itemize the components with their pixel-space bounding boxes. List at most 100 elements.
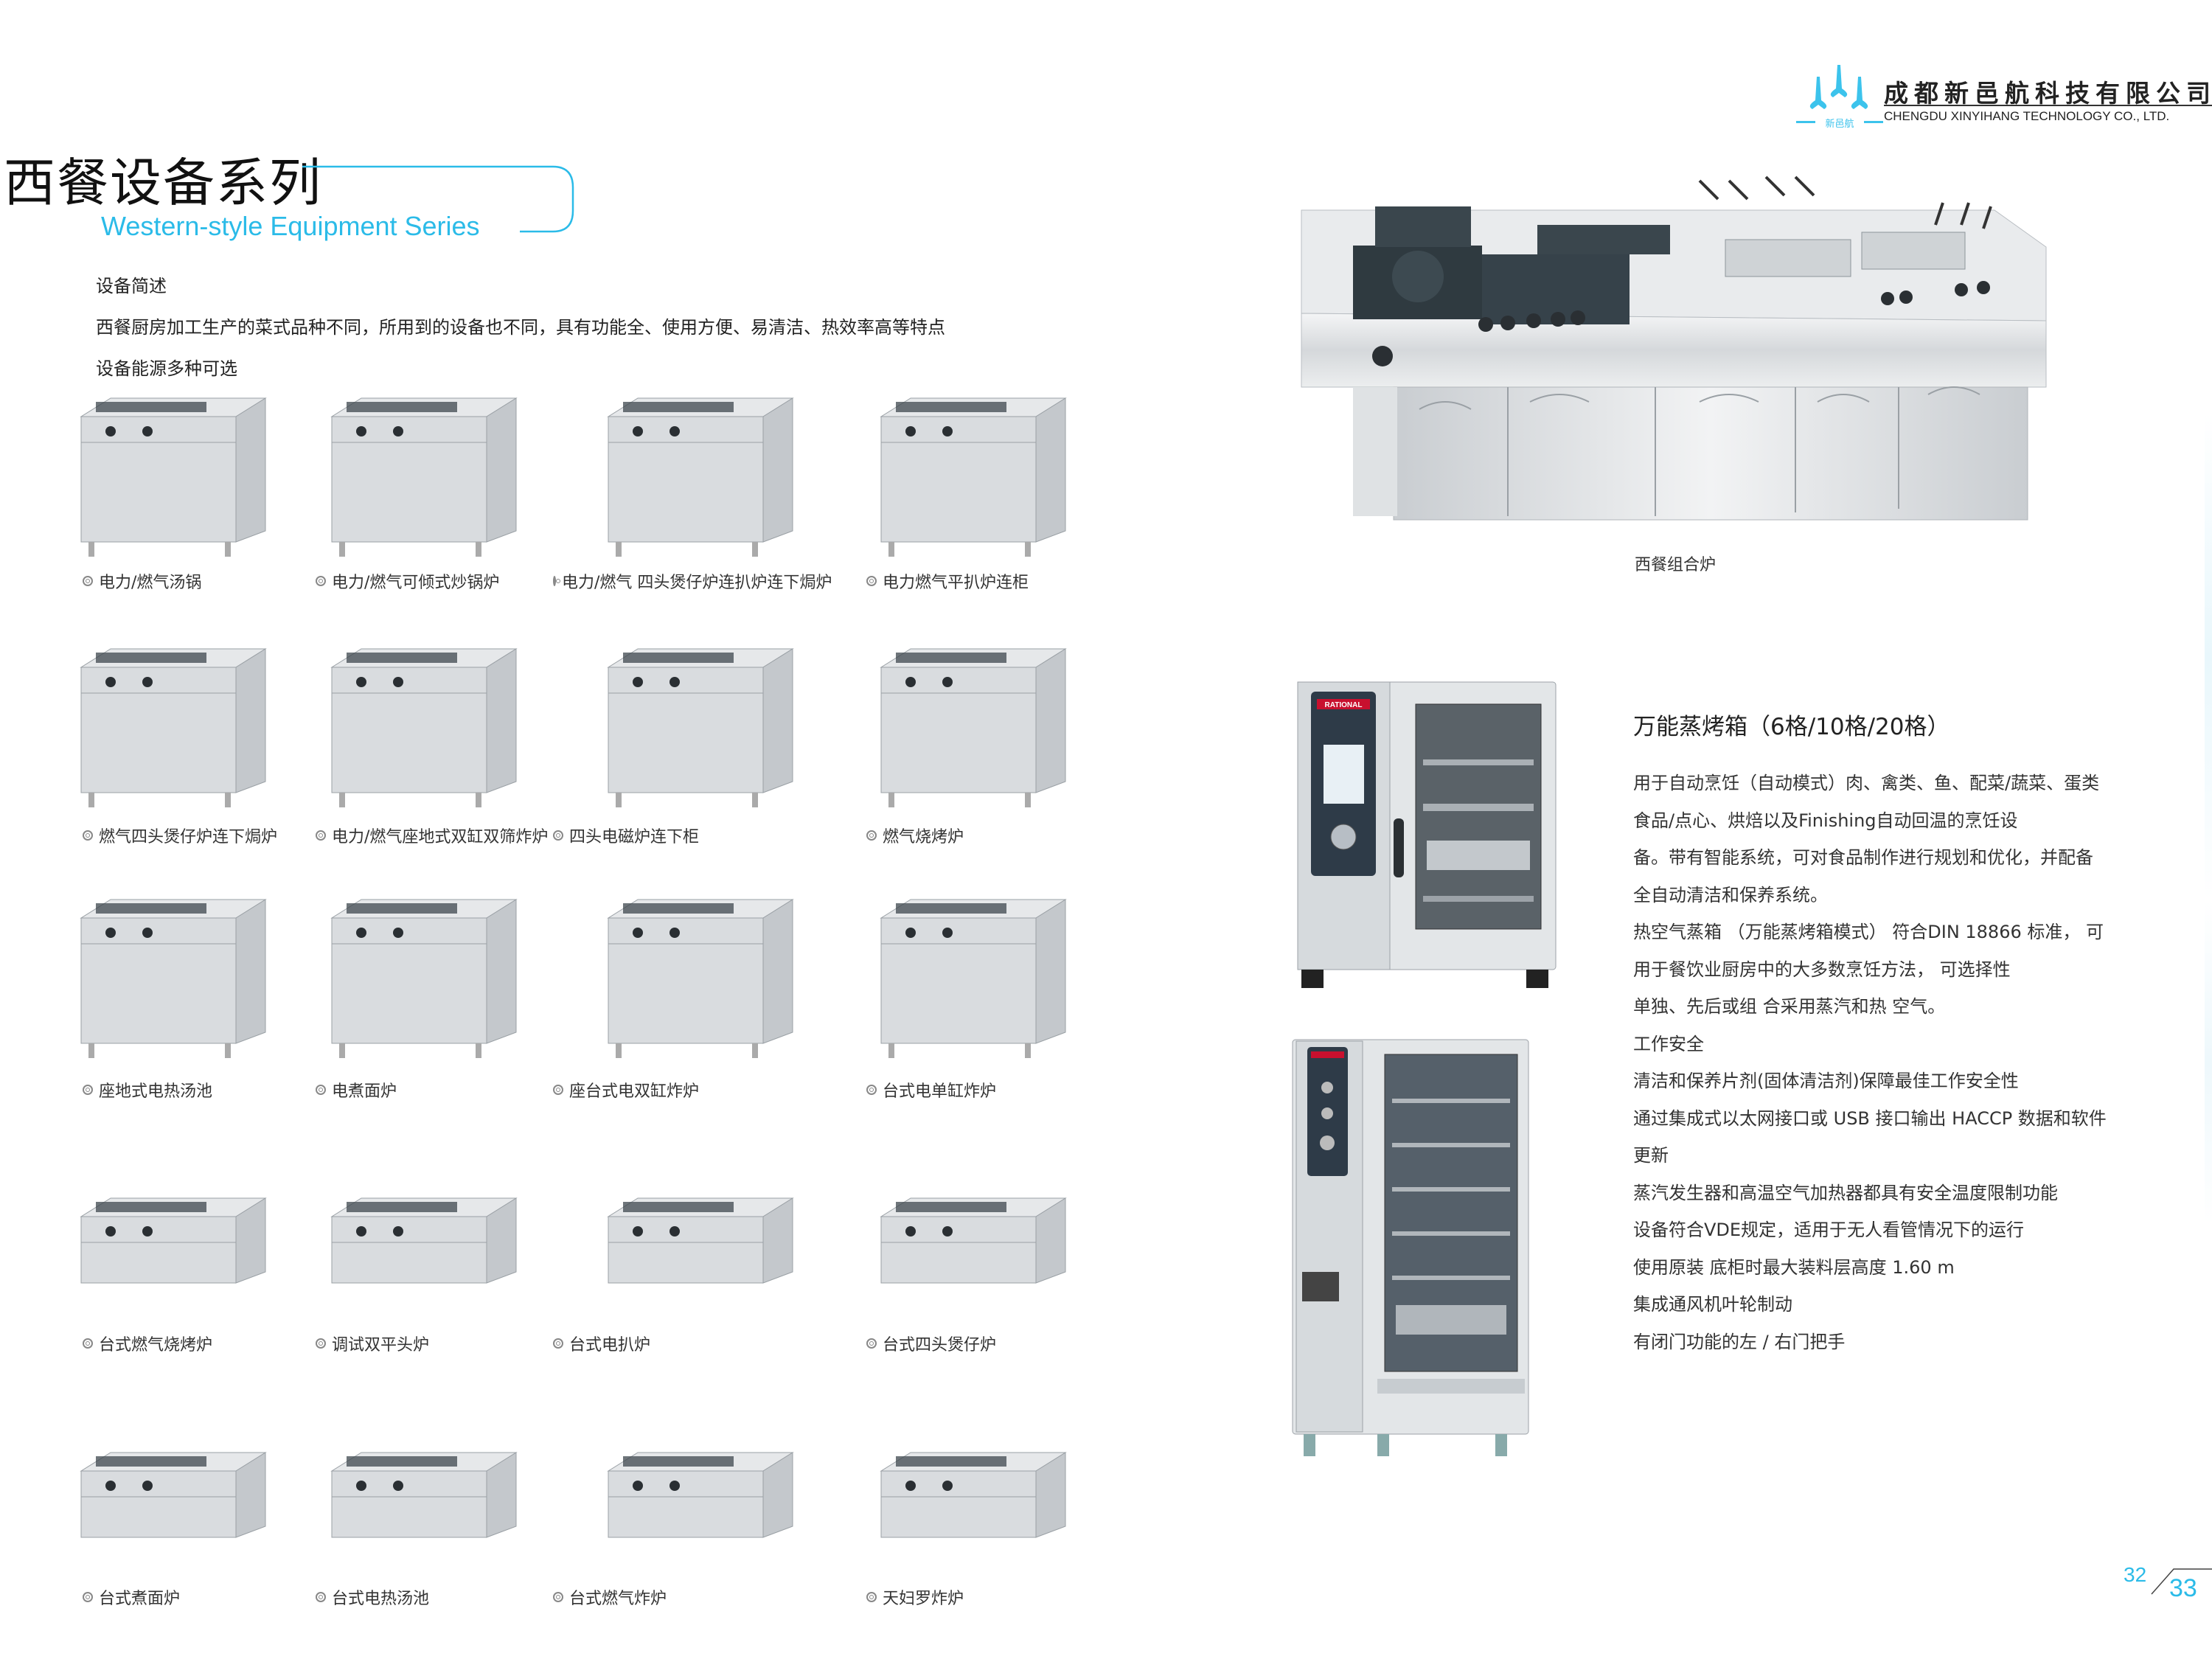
product-label: 电煮面炉 — [332, 1082, 397, 1101]
page-title: 西餐设备系列 — [4, 153, 322, 213]
bullet-circle-icon — [866, 1592, 877, 1602]
griddle-cabinet-photo — [880, 397, 1067, 557]
product-label: 电力燃气平扒炉连柜 — [883, 574, 1029, 592]
bullet-circle-icon — [316, 576, 326, 586]
product-label: 台式煮面炉 — [99, 1590, 181, 1608]
spec-line: 清洁和保养片剂(固体清洁剂)保障最佳工作安全性 — [1633, 1071, 2019, 1091]
bullet-circle-icon — [316, 1592, 326, 1602]
product-label: 电力/燃气座地式双缸双筛炸炉 — [332, 828, 549, 846]
product-caption-text: 四头电磁炉连下柜 — [553, 824, 804, 847]
spec-line: 蒸汽发生器和高温空气加热器都具有安全温度限制功能 — [1633, 1182, 2058, 1203]
countertop-four-burner-photo — [880, 1197, 1067, 1284]
bullet-circle-icon — [866, 830, 877, 841]
product-label: 电力/燃气可倾式炒锅炉 — [332, 574, 500, 592]
bullet-circle-icon — [553, 576, 560, 586]
countertop-single-fryer-photo — [880, 899, 1067, 1058]
product-label: 座台式电双缸炸炉 — [569, 1082, 700, 1101]
bullet-circle-icon — [866, 1085, 877, 1095]
product-caption: 台式煮面炉 — [83, 1585, 333, 1609]
bullet-circle-icon — [866, 576, 877, 586]
bullet-circle-icon — [83, 576, 93, 586]
product-caption: 台式电单缸炸炉 — [866, 1078, 1117, 1102]
countertop-grill-photo — [80, 1197, 267, 1284]
product-caption-text: 电力燃气平扒炉连柜 — [866, 569, 1117, 593]
product-label: 座地式电热汤池 — [99, 1082, 213, 1101]
product-label: 台式电单缸炸炉 — [883, 1082, 997, 1101]
spec-line: 用于自动烹饪（自动模式）肉、禽类、鱼、配菜/蔬菜、蛋类 — [1633, 773, 2100, 793]
product-label: 台式燃气炸炉 — [569, 1590, 667, 1608]
spec-line: 单独、先后或组 合采用蒸汽和热 空气。 — [1633, 996, 1946, 1017]
bullet-circle-icon — [83, 830, 93, 841]
product-label: 台式燃气烧烤炉 — [99, 1336, 213, 1354]
product-label: 台式四头煲仔炉 — [883, 1336, 997, 1354]
bullet-circle-icon — [83, 1085, 93, 1095]
spec-line: 设备符合VDE规定，适用于无人看管情况下的运行 — [1633, 1220, 2025, 1240]
sail-logo-icon: 新邑航 — [1796, 65, 1883, 130]
title-bracket-decoration — [302, 165, 574, 233]
bullet-circle-icon — [83, 1592, 93, 1602]
product-caption-text: 台式电单缸炸炉 — [866, 1078, 1117, 1102]
product-caption: 电力/燃气 四头煲仔炉连扒炉连下焗炉 — [553, 569, 832, 593]
soup-kettle-photo — [80, 397, 267, 557]
page-number-right: 33 — [2169, 1574, 2197, 1602]
product-caption: 电力燃气平扒炉连柜 — [866, 569, 1117, 593]
double-fryer-photo — [330, 648, 518, 807]
countertop-griddle-photo — [607, 1197, 794, 1284]
spec-line: 集成通风机叶轮制动 — [1633, 1294, 1792, 1315]
bullet-circle-icon — [316, 1085, 326, 1095]
spec-line: 用于餐饮业厨房中的大多数烹饪方法， 可选择性 — [1633, 959, 2011, 980]
product-label: 电力/燃气汤锅 — [99, 574, 202, 592]
bullet-circle-icon — [316, 830, 326, 841]
bullet-circle-icon — [553, 1338, 563, 1349]
two-hotplate-photo — [330, 1197, 518, 1284]
product-label: 调试双平头炉 — [332, 1336, 430, 1354]
company-name-cn: 成都新邑航科技有限公司 — [1884, 79, 2212, 108]
char-grill-photo — [880, 648, 1067, 807]
svg-text:新邑航: 新邑航 — [1825, 118, 1854, 130]
company-logo: 新邑航 成都新邑航科技有限公司 CHENGDU XINYIHANG TECHNO… — [1792, 59, 2212, 133]
bain-marie-photo — [80, 899, 267, 1058]
product-caption: 天妇罗炸炉 — [866, 1585, 1117, 1609]
product-label: 四头电磁炉连下柜 — [569, 828, 700, 846]
pasta-cooker-photo — [330, 899, 518, 1058]
product-caption: 座地式电热汤池 — [83, 1078, 333, 1102]
product-caption: 台式电热汤池 — [316, 1585, 566, 1609]
spec-line: 全自动清洁和保养系统。 — [1633, 884, 1828, 905]
spec-line: 使用原装 底柜时最大装料层高度 1.60 m — [1633, 1256, 1955, 1278]
product-caption-text: 台式四头煲仔炉 — [866, 1332, 1117, 1355]
combi-oven-title: 万能蒸烤箱（6格/10格/20格） — [1633, 714, 1950, 740]
page-number-left: 32 — [2124, 1563, 2147, 1586]
product-caption-text: 电煮面炉 — [316, 1078, 566, 1102]
bullet-circle-icon — [553, 830, 563, 841]
product-caption: 电力/燃气座地式双缸双筛炸炉 — [316, 824, 566, 847]
countertop-pasta-photo — [80, 1452, 267, 1538]
product-caption: 燃气四头煲仔炉连下焗炉 — [83, 824, 333, 847]
bullet-circle-icon — [866, 1338, 877, 1349]
product-caption-text: 台式电热汤池 — [316, 1585, 566, 1609]
countertop-bain-marie-photo — [330, 1452, 518, 1538]
product-label: 台式电扒炉 — [569, 1336, 651, 1354]
product-caption-text: 座地式电热汤池 — [83, 1078, 333, 1102]
bullet-circle-icon — [553, 1592, 563, 1602]
countertop-gas-fryer-photo — [607, 1452, 794, 1538]
logo-divider — [1884, 105, 2212, 106]
product-label: 燃气四头煲仔炉连下焗炉 — [99, 828, 278, 846]
combi-oven-10-tray-photo: RATIONAL — [1297, 681, 1557, 988]
combination-range-photo — [1301, 175, 2047, 521]
product-caption-text: 电力/燃气座地式双缸双筛炸炉 — [316, 824, 566, 847]
product-caption-text: 电力/燃气汤锅 — [83, 569, 333, 593]
svg-text:RATIONAL: RATIONAL — [1325, 701, 1363, 709]
countertop-double-fryer-photo — [607, 899, 794, 1058]
product-caption-text: 燃气烧烤炉 — [866, 824, 1117, 847]
product-caption: 四头电磁炉连下柜 — [553, 824, 804, 847]
product-caption: 台式四头煲仔炉 — [866, 1332, 1117, 1355]
spec-line: 食品/点心、烘焙以及Finishing自动回温的烹饪设 — [1633, 810, 2018, 831]
adjacent-page-bleed — [2205, 413, 2212, 1224]
product-caption-text: 台式燃气炸炉 — [553, 1585, 804, 1609]
spec-line: 通过集成式以太网接口或 USB 接口输出 HACCP 数据和软件 — [1633, 1107, 2107, 1129]
intro-energy-note: 设备能源多种可选 — [96, 358, 237, 379]
spec-line: 工作安全 — [1633, 1033, 1704, 1054]
four-burner-oven-photo — [80, 648, 267, 807]
product-label: 燃气烧烤炉 — [883, 828, 964, 846]
tempura-fryer-photo — [880, 1452, 1067, 1538]
